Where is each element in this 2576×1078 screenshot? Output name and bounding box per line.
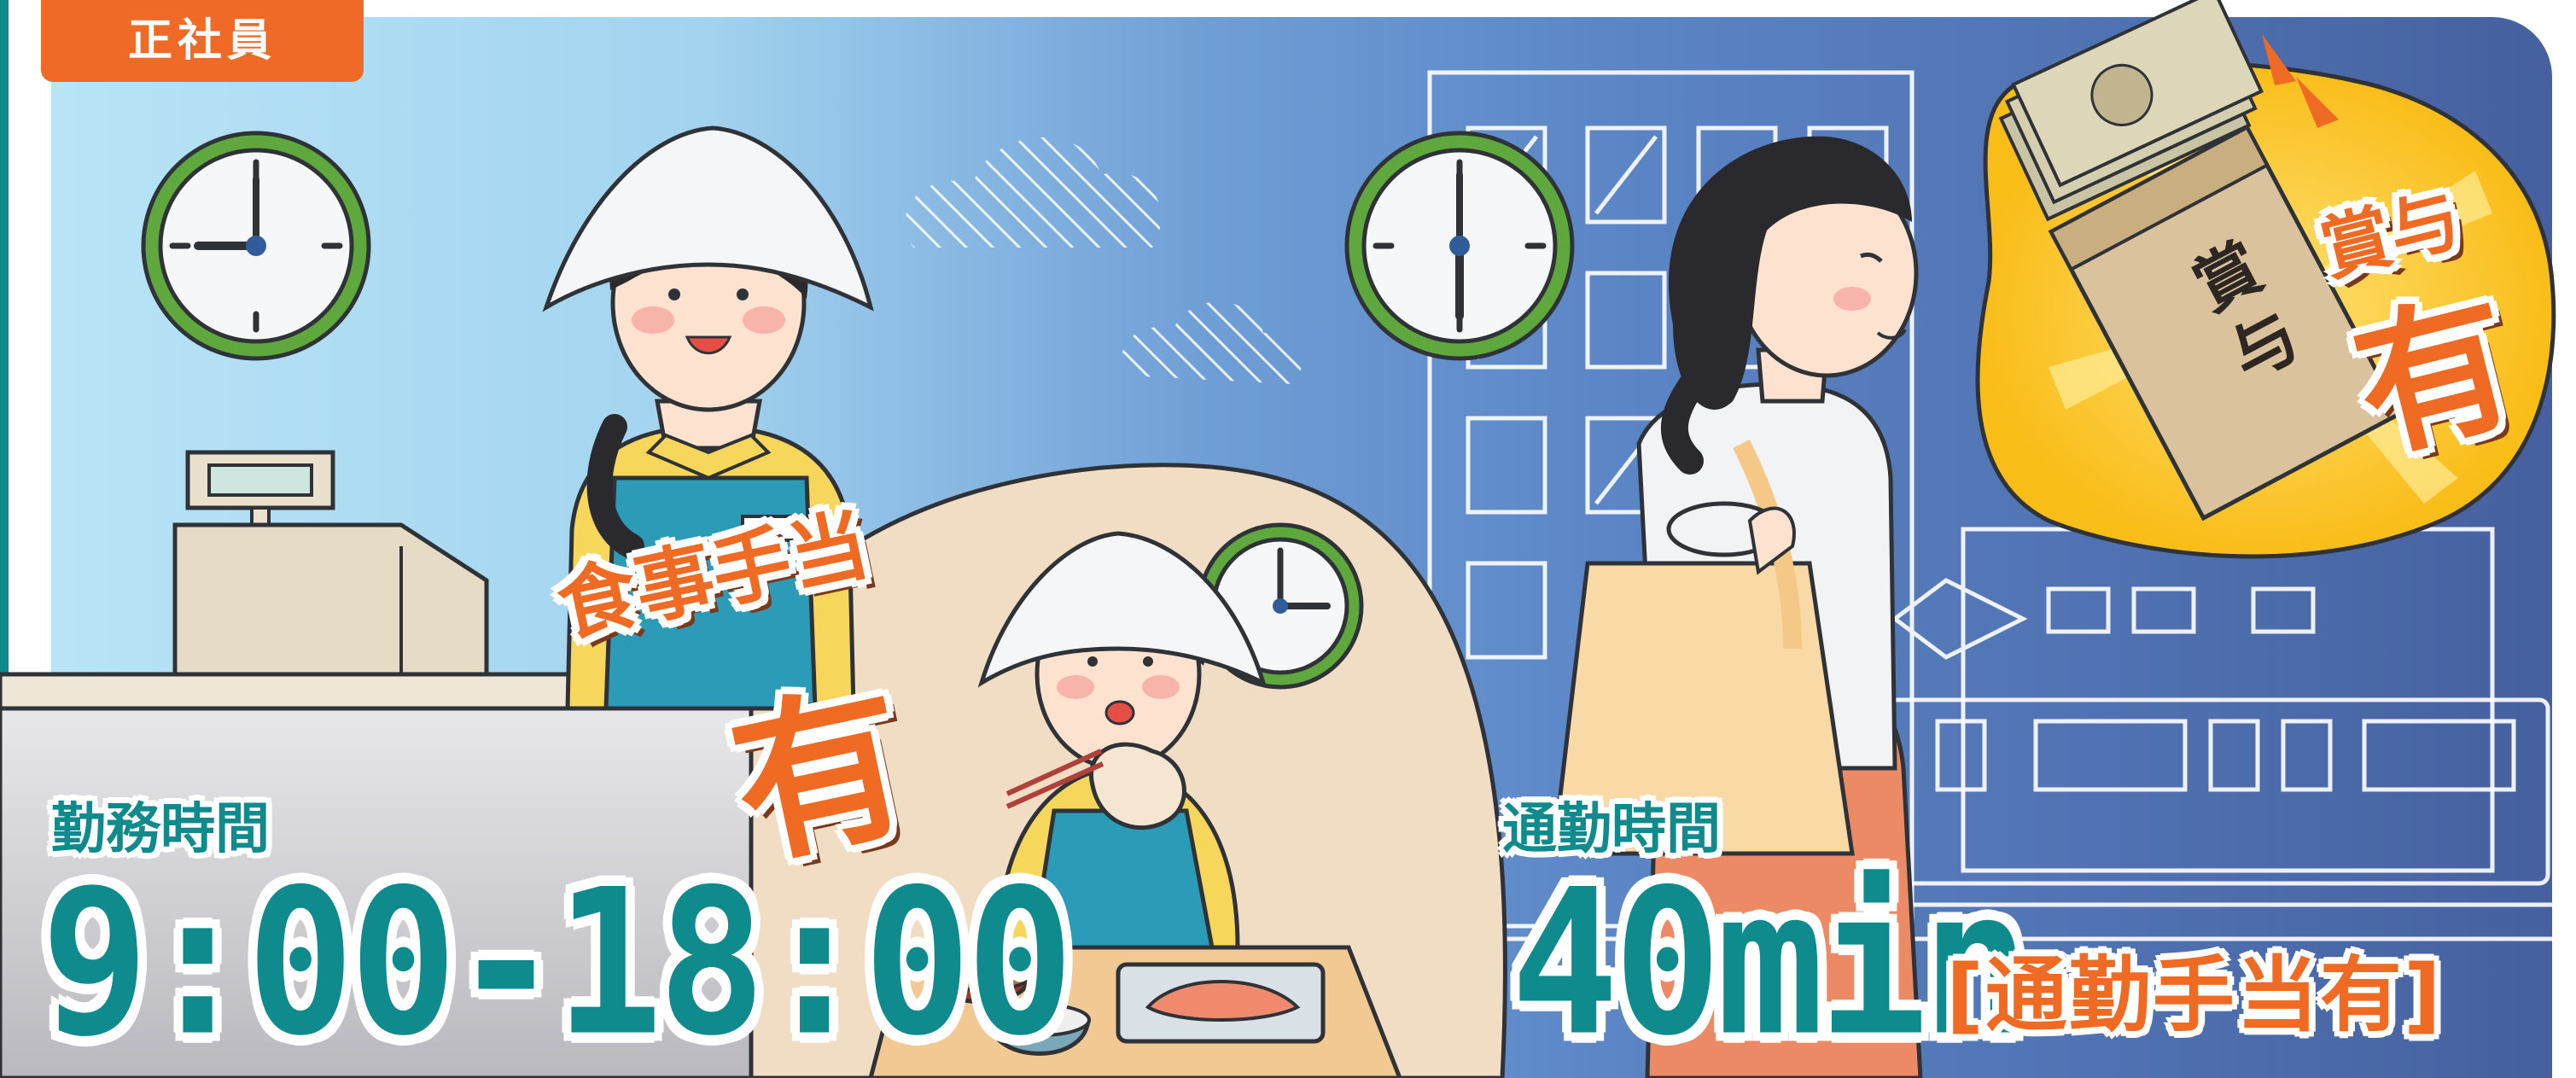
commute-time-value: 40min — [1511, 846, 2030, 1078]
work-hours-label: 勤務時間 — [51, 798, 270, 861]
wall-clock-icon — [141, 131, 371, 361]
lunch-break-bubble — [719, 463, 1507, 1078]
work-hours-value: 9:00-18:00 — [41, 846, 1074, 1078]
cash-register-icon — [172, 450, 489, 677]
meal-tray-icon — [868, 945, 1402, 1078]
commuter-woman — [1551, 136, 1923, 1078]
commute-allowance-note: [通勤手当有] — [1946, 947, 2443, 1043]
wall-clock-icon — [1344, 131, 1575, 361]
cloud-icon — [905, 137, 1303, 384]
cashier-woman — [542, 125, 874, 711]
commute-time-label: 通勤時間 — [1502, 798, 1721, 861]
left-edge-rule — [0, 0, 9, 1078]
money-envelope-icon — [1998, 0, 2403, 522]
employment-type-badge: 正社員 — [41, 0, 364, 82]
